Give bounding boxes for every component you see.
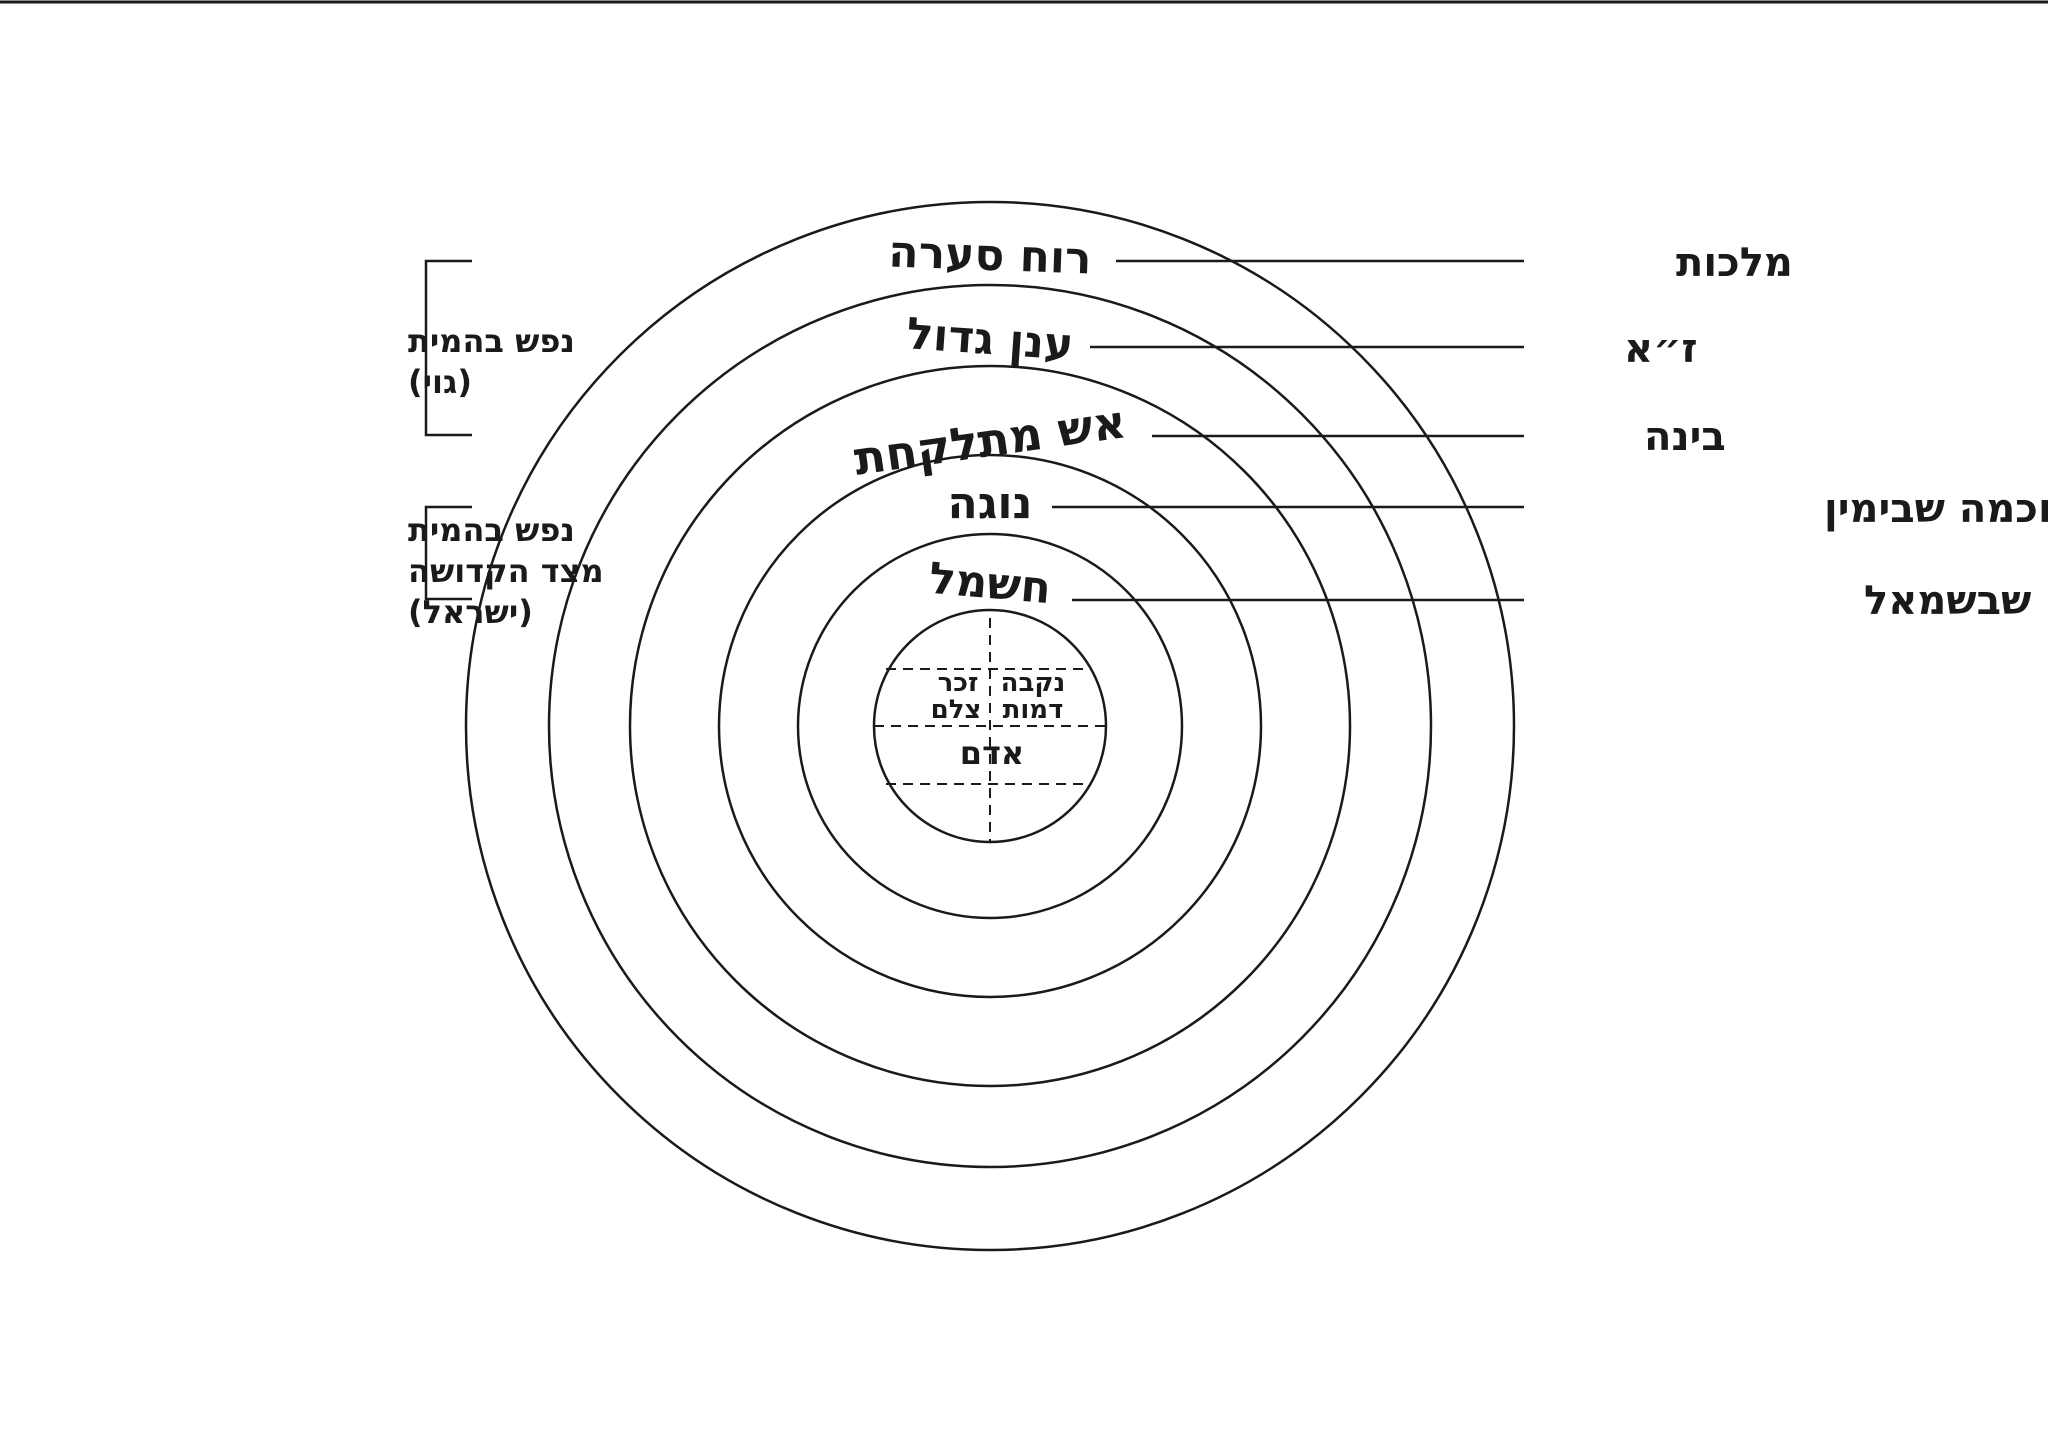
bracket-goy — [424, 259, 472, 437]
center-label-male: זכר — [938, 668, 979, 698]
left-brackets — [424, 259, 472, 601]
sefirah-label-chochmah-left: חכמה שבשמאל — [1864, 578, 2048, 624]
leader-lines — [1052, 259, 1524, 602]
sefirah-label-malchut: מלכות — [1676, 240, 1793, 286]
circles-group — [464, 200, 1516, 1252]
circle-nogah — [717, 453, 1263, 999]
circle-anan-gadol — [547, 283, 1433, 1169]
circle-ruach-searah — [464, 200, 1516, 1252]
center-label-adam: אדם — [960, 734, 1024, 772]
bracket-israel — [424, 505, 472, 601]
left-group-israel-line2: מצד הקדושה — [408, 552, 604, 590]
left-group-israel-line3: (ישראל) — [408, 593, 533, 631]
circle-chashmal — [796, 532, 1184, 920]
sefirah-label-za: ז״א — [1624, 326, 1698, 372]
sefirot-labels: מלכות ז״א בינה חכמה שבימין חכמה שבשמאל — [1624, 240, 2048, 624]
ring-label-nogah: נוגה — [948, 478, 1033, 529]
left-group-goy-line1: נפש בהמית — [408, 322, 575, 360]
ring-label-chashmal: חשמל — [927, 553, 1053, 614]
center-label-likeness: דמות — [1003, 695, 1064, 725]
center-label-image: צלם — [931, 695, 982, 725]
ring-label-anan-gadol: ענן גדול — [905, 308, 1075, 371]
circle-esh-mitlakachat — [628, 364, 1352, 1088]
sefirah-label-chochmah-right: חכמה שבימין — [1824, 486, 2048, 532]
ring-label-ruach-searah: רוח סערה — [888, 226, 1093, 284]
sefirah-label-binah: בינה — [1644, 414, 1726, 460]
left-group-labels: נפש בהמית (גוי) נפש בהמית מצד הקדושה (יש… — [408, 322, 604, 631]
center-dashed-lines — [874, 618, 1106, 842]
center-label-female: נקבה — [1001, 668, 1066, 698]
left-group-goy-line2: (גוי) — [408, 363, 472, 401]
left-group-israel-line1: נפש בהמית — [408, 511, 575, 549]
center-labels: נקבה זכר דמות צלם אדם — [931, 668, 1066, 772]
